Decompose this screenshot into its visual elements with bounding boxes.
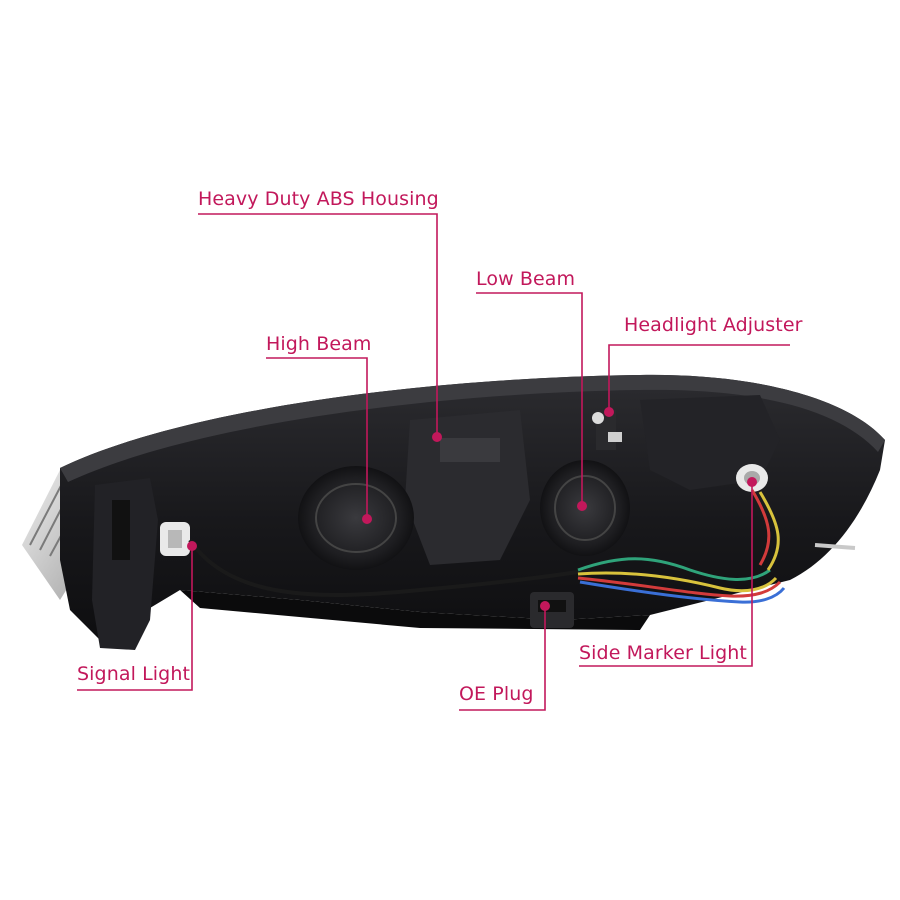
wiring-harness (188, 489, 786, 604)
callout-housing-label: Heavy Duty ABS Housing (198, 188, 439, 210)
callout-high-beam-label: High Beam (266, 333, 372, 355)
oe-plug-connector (530, 592, 574, 628)
callout-signal-label: Signal Light (77, 663, 191, 685)
callout-low-beam-label: Low Beam (476, 268, 576, 290)
callout-markers (187, 407, 757, 611)
high-beam-bowl (298, 466, 414, 570)
housing-body (60, 374, 885, 650)
callout-oe-plug-label: OE Plug (459, 683, 534, 705)
signal-socket (160, 522, 190, 556)
callout-adjuster-label: Headlight Adjuster (624, 314, 803, 336)
callout-side-marker-label: Side Marker Light (579, 642, 747, 664)
callout-leader-lines (77, 213, 790, 711)
